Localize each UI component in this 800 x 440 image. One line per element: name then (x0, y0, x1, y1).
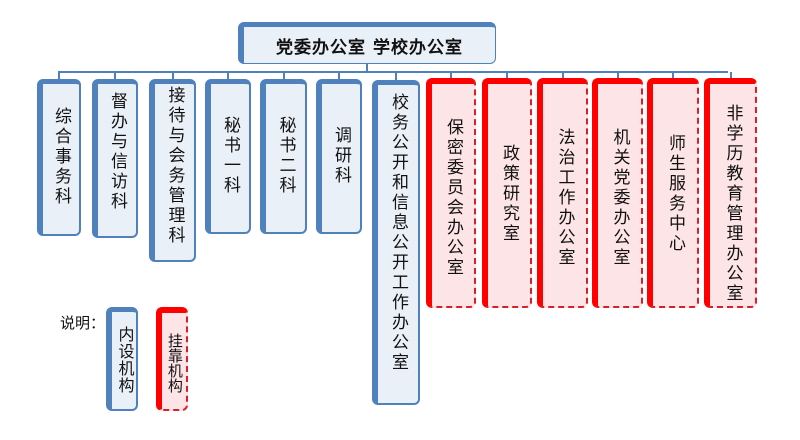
connector-drop (395, 72, 397, 80)
legend-internal-label: 内设机构 (115, 326, 135, 394)
unit-label: 机关党委办公室 (609, 128, 630, 268)
connector-drop (450, 72, 452, 78)
connector-drop (171, 72, 174, 79)
unit-label: 督办与信访科 (107, 92, 128, 212)
connector-drop (616, 72, 619, 78)
unit-label: 秘书一科 (220, 116, 241, 196)
unit-label: 师生服务中心 (665, 134, 686, 254)
unit-label: 保密委员会办公室 (443, 118, 464, 278)
unit-reception-conference: 接待与会务管理科 (149, 79, 196, 262)
connector-drop (114, 72, 116, 79)
unit-label: 调研科 (331, 126, 352, 186)
root-node-label: 党委办公室 学校办公室 (276, 37, 463, 58)
legend-internal-swatch: 内设机构 (106, 307, 138, 411)
unit-research: 调研科 (316, 79, 362, 234)
legend-title: 说明： (60, 314, 106, 332)
unit-policy-research: 政策研究室 (482, 78, 532, 308)
connector-drop (227, 72, 229, 79)
unit-confidentiality-committee: 保密委员会办公室 (426, 78, 476, 308)
connector-drop (338, 72, 340, 79)
unit-rule-of-law: 法治工作办公室 (537, 78, 588, 308)
connector-trunk (366, 64, 368, 72)
root-node-party-school-office: 党委办公室 学校办公室 (238, 22, 496, 64)
legend-attached-label: 挂靠机构 (165, 333, 184, 393)
connector-drop (729, 72, 732, 78)
unit-secretary-1: 秘书一科 (205, 79, 251, 234)
unit-label: 校务公开和信息公开工作办公室 (388, 93, 409, 373)
unit-label: 法治工作办公室 (554, 128, 575, 268)
unit-label: 非学历教育管理办公室 (722, 104, 743, 304)
connector-drop (282, 72, 285, 79)
connector-drop (672, 72, 674, 78)
unit-supervision-petition: 督办与信访科 (92, 79, 138, 238)
unit-general-affairs: 综合事务科 (37, 79, 81, 236)
unit-info-disclosure: 校务公开和信息公开工作办公室 (372, 80, 420, 405)
connector-drop (506, 72, 508, 78)
unit-service-center: 师生服务中心 (647, 78, 699, 308)
unit-non-degree-education: 非学历教育管理办公室 (704, 78, 757, 308)
unit-label: 政策研究室 (499, 144, 520, 244)
unit-secretary-2: 秘书二科 (260, 79, 307, 234)
unit-label: 综合事务科 (51, 107, 72, 207)
unit-label: 接待与会务管理科 (164, 86, 185, 246)
unit-party-committee-office: 机关党委办公室 (592, 78, 643, 308)
connector-drop (58, 72, 60, 79)
connector-drop (561, 72, 564, 78)
legend-attached-swatch: 挂靠机构 (156, 307, 188, 411)
connector-bus (58, 71, 728, 73)
unit-label: 秘书二科 (275, 116, 296, 196)
